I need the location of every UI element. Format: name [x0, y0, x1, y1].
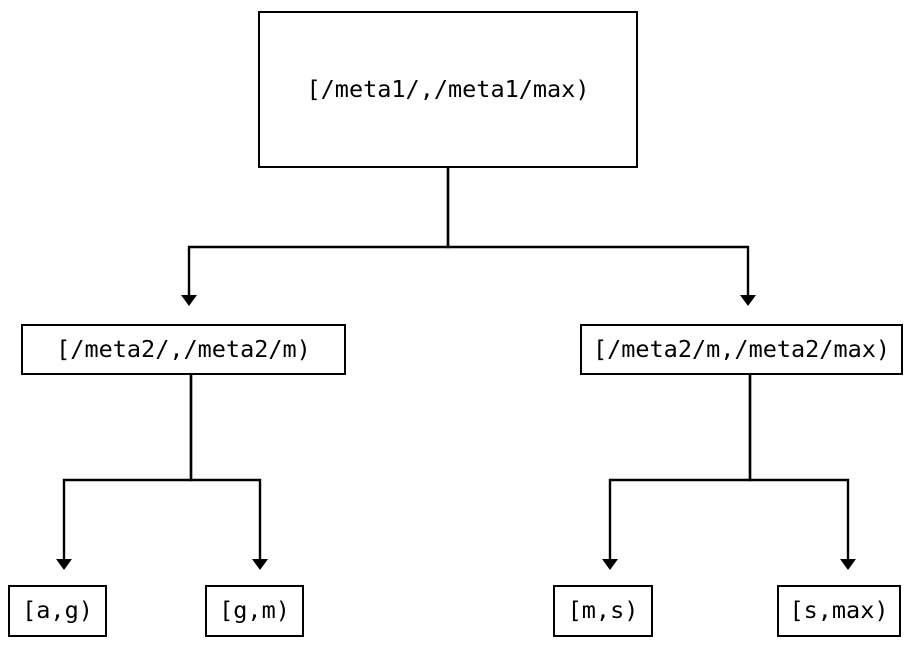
tree-node-mid-right[interactable]: [/meta2/m,/meta2/max) — [580, 324, 903, 375]
tree-node-leaf-a-g-label: [a,g) — [22, 596, 93, 625]
tree-node-root-label: [/meta1/,/meta1/max) — [306, 74, 590, 103]
edge-mid-right-to-leaf-m-s — [602, 375, 752, 570]
tree-node-leaf-a-g[interactable]: [a,g) — [8, 585, 107, 637]
tree-node-leaf-s-max-label: [s,max) — [789, 596, 889, 625]
arrowhead-icon — [181, 295, 197, 306]
tree-node-leaf-g-m-label: [g,m) — [219, 596, 290, 625]
tree-node-leaf-m-s[interactable]: [m,s) — [553, 585, 653, 637]
arrowhead-icon — [840, 559, 856, 570]
edge-mid-right-to-leaf-s-max — [748, 375, 856, 570]
tree-node-leaf-g-m[interactable]: [g,m) — [205, 585, 304, 637]
tree-node-mid-right-label: [/meta2/m,/meta2/max) — [592, 334, 891, 363]
edge-mid-left-to-leaf-g-m — [189, 375, 268, 570]
tree-node-mid-left[interactable]: [/meta2/,/meta2/m) — [21, 324, 346, 375]
tree-node-leaf-m-s-label: [m,s) — [567, 596, 639, 625]
arrowhead-icon — [602, 559, 618, 570]
arrowhead-icon — [740, 295, 756, 306]
arrowhead-icon — [252, 559, 268, 570]
edge-mid-left-to-leaf-a-g — [56, 375, 193, 570]
tree-node-leaf-s-max[interactable]: [s,max) — [777, 585, 901, 637]
edge-root-to-mid-left — [181, 168, 450, 306]
tree-node-mid-left-label: [/meta2/,/meta2/m) — [56, 334, 311, 363]
tree-node-root[interactable]: [/meta1/,/meta1/max) — [258, 11, 638, 168]
edge-root-to-mid-right — [446, 168, 756, 306]
arrowhead-icon — [56, 559, 72, 570]
